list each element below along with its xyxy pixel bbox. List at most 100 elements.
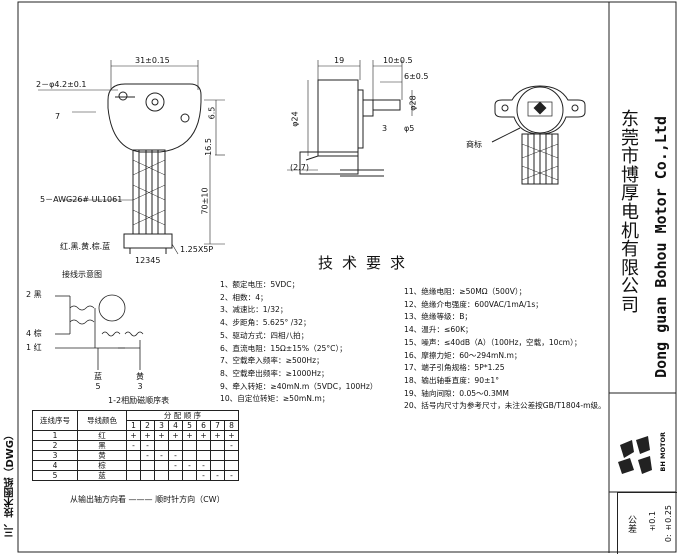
spec-item: 3、减速比：1/32； <box>220 305 288 315</box>
step-header: 4 <box>168 420 183 431</box>
dim-10: 10±0.5 <box>383 56 413 65</box>
dim-wire-colors: 红.黑.黄.棕.蓝 <box>60 242 111 251</box>
dim-3: 3 <box>382 124 388 133</box>
tolerance-label: 公差 <box>626 515 636 533</box>
step-header: 5 <box>182 420 197 431</box>
sequence-cell <box>182 440 197 451</box>
step-header: 6 <box>196 420 211 431</box>
row-color: 红 <box>77 430 127 441</box>
sequence-cell <box>224 450 239 461</box>
spec-item: 18、输出轴垂直度：90±1° <box>404 375 500 385</box>
company-name-char: 司 <box>621 294 639 316</box>
spec-item: 6、直流电阻：15Ω±15%（25°C）； <box>220 343 347 353</box>
company-name-char: 限 <box>621 257 639 279</box>
dim-24: φ24 <box>290 111 300 127</box>
sequence-cell: - <box>224 470 239 481</box>
company-name-char: 莞 <box>621 127 639 149</box>
spec-item: 8、空载牵出频率：≥1000Hz； <box>220 368 329 378</box>
company-name-char: 电 <box>621 201 639 223</box>
sequence-cell: - <box>224 440 239 451</box>
spec-item: 19、轴向间隙：0.05～0.3MM <box>404 388 509 398</box>
dim-wire: 5－AWG26# UL1061 <box>40 195 123 204</box>
sequence-cell <box>168 440 183 451</box>
sequence-cell <box>224 460 239 471</box>
spec-item: 15、噪声：≤40dB（A）（100Hz，空载，10cm）； <box>404 337 582 347</box>
spec-list-left: 1、额定电压：5VDC； 2、相数：4； 3、减速比：1/32； 4、步距角：5… <box>220 279 377 406</box>
sequence-cell: + <box>154 430 169 441</box>
row-number: 2 <box>32 440 78 451</box>
tolerance-value-1: ±0.1 <box>648 511 657 533</box>
rotation-direction: 从输出轴方向看 ——— 顺时针方向（CW） <box>70 495 225 504</box>
sequence-cell: - <box>140 450 155 461</box>
sequence-cell: - <box>126 440 141 451</box>
company-name-char: 博 <box>621 164 639 186</box>
sequence-cell: - <box>182 460 197 471</box>
dim-7: 7 <box>55 112 61 121</box>
sequence-cell: + <box>224 430 239 441</box>
wiring-diagram <box>55 294 144 370</box>
spec-item: 11、绝缘电阻：≥50MΩ（500V）； <box>404 287 527 296</box>
sequence-cell: - <box>168 450 183 461</box>
row-color: 棕 <box>77 460 127 471</box>
label-sticker <box>527 101 553 117</box>
dim-28: φ28 <box>408 95 418 111</box>
wiring-pin-1: 1 红 <box>26 343 42 352</box>
sequence-cell: + <box>196 430 211 441</box>
step-header: 2 <box>140 420 155 431</box>
table-header: 分 配 顺 序 <box>126 410 239 421</box>
sequence-cell: + <box>168 430 183 441</box>
sequence-cell: + <box>210 430 225 441</box>
dim-width: 31±0.15 <box>135 56 170 65</box>
wiring-pin-2: 2 黑 <box>26 290 42 299</box>
top-view <box>491 85 586 185</box>
sequence-cell: - <box>210 470 225 481</box>
sequence-cell: + <box>126 430 141 441</box>
sequence-cell <box>154 470 169 481</box>
dim-5: φ5 <box>404 124 415 133</box>
sequence-cell <box>182 450 197 461</box>
company-name-char: 机 <box>621 220 639 242</box>
spec-item: 13、绝缘等级：B； <box>404 312 473 322</box>
tolerance-block: 公差 ±0.1 0: ±0.25 <box>617 492 677 554</box>
sequence-cell: - <box>196 470 211 481</box>
sequence-cell <box>210 460 225 471</box>
spec-item: 4、步距角：5.625° /32； <box>220 318 311 328</box>
sequence-cell <box>154 460 169 471</box>
sequence-cell <box>196 440 211 451</box>
spec-item: 20、括号内尺寸为参考尺寸，未注公差按GB/T1804-m级。 <box>404 401 606 411</box>
company-name-cn: 东莞市博厚电机有限公司 <box>621 109 643 316</box>
spec-item: 2、相数：4； <box>220 292 268 302</box>
section-label: 三、技术图纸（DWG） <box>5 430 16 538</box>
dim-6: 6±0.5 <box>404 72 429 81</box>
wiring-pin-4: 4 棕 <box>26 329 42 338</box>
step-header: 1 <box>126 420 141 431</box>
spec-item: 9、牵入转矩：≥40mN.m（5VDC，100Hz） <box>220 381 378 391</box>
sequence-cell <box>140 470 155 481</box>
spec-item: 5、驱动方式：四相八拍； <box>220 330 309 340</box>
spec-item: 12、绝缘介电强度：600VAC/1mA/1s； <box>404 299 543 309</box>
sequence-cell: - <box>196 460 211 471</box>
spec-item: 16、摩擦力矩：60～294mN.m； <box>404 350 522 360</box>
sequence-cell <box>182 470 197 481</box>
logo-text: BH MOTOR <box>659 432 667 472</box>
row-number: 1 <box>32 430 78 441</box>
sequence-cell: + <box>140 430 155 441</box>
company-name-char: 厚 <box>621 183 639 205</box>
spec-list-right: 11、绝缘电阻：≥50MΩ（500V）； 12、绝缘介电强度：600VAC/1m… <box>404 286 606 413</box>
sequence-cell: + <box>182 430 197 441</box>
spec-item: 7、空载牵入频率：≥500Hz； <box>220 356 324 366</box>
spec-item: 10、自定位转矩：≥50mN.m； <box>220 394 330 404</box>
company-name-char: 东 <box>621 109 639 130</box>
spec-item: 14、温升：≤60K； <box>404 325 473 335</box>
sequence-cell <box>126 470 141 481</box>
sequence-cell <box>154 440 169 451</box>
sequence-cell: - <box>168 460 183 471</box>
